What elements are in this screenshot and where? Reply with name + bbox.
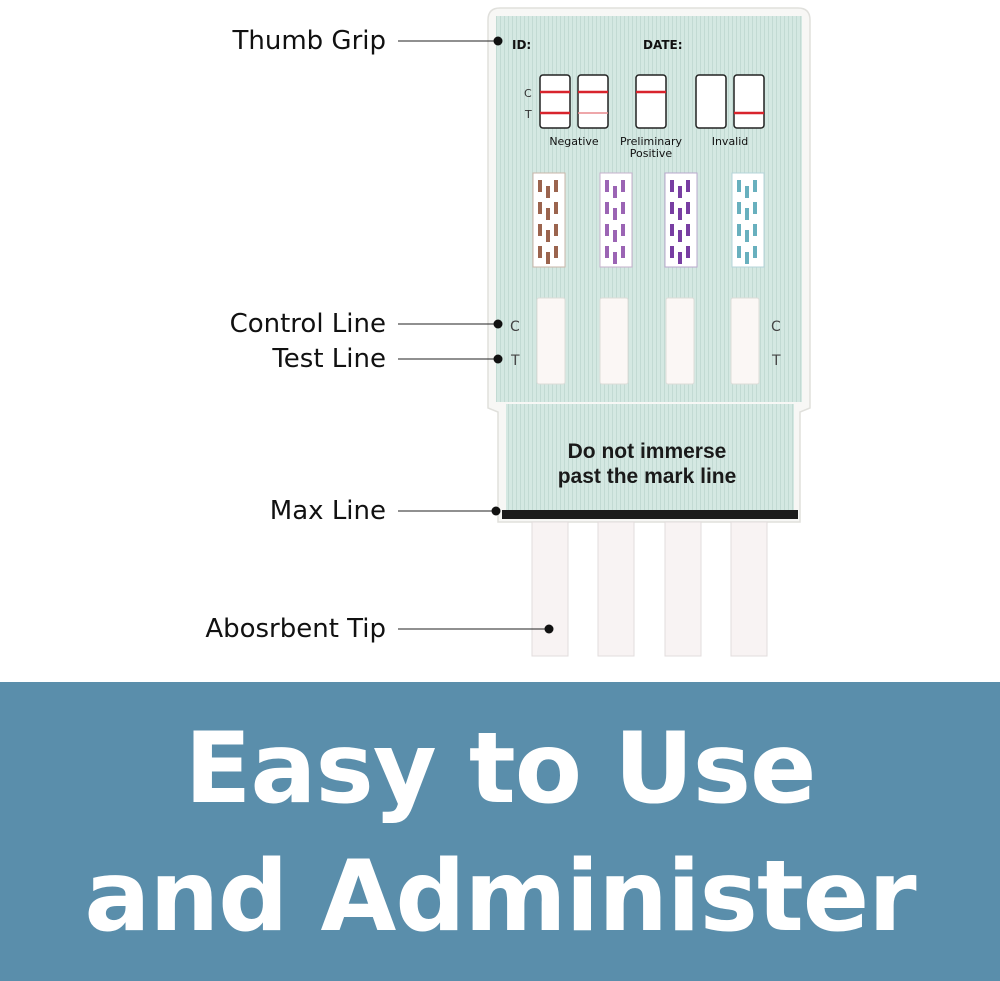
key-positive-window — [635, 74, 667, 129]
drug-label-etg — [599, 172, 633, 268]
key-t-label: T — [524, 108, 532, 121]
callout-test-line: Test Line — [271, 344, 386, 374]
callout-control-line: Control Line — [230, 309, 386, 339]
drug-label-cot — [532, 172, 566, 268]
result-window-3 — [665, 297, 695, 385]
date-label: DATE: — [643, 38, 683, 52]
callout-control-line-leader — [398, 319, 503, 329]
absorbent-tip-3 — [664, 521, 702, 657]
headline-line-1: Easy to Use — [184, 712, 816, 826]
drug-label-thc — [731, 172, 765, 268]
key-invalid-label: Invalid — [712, 135, 749, 148]
id-label: ID: — [512, 38, 531, 52]
key-invalid-window-1 — [695, 74, 727, 129]
absorbent-tip-1 — [531, 521, 569, 657]
drug-label-fty — [664, 172, 698, 268]
callout-thumb-grip: Thumb Grip — [232, 26, 387, 56]
key-c-label: C — [524, 87, 532, 100]
key-positive-label: Positive — [630, 147, 673, 160]
callout-max-line-leader — [398, 506, 501, 516]
key-preliminary-label: Preliminary — [620, 135, 683, 148]
right-t-marker: T — [771, 353, 781, 369]
callout-max-line: Max Line — [270, 496, 386, 526]
callout-thumb-grip-leader — [398, 36, 503, 46]
absorbent-tip-2 — [597, 521, 635, 657]
right-c-marker: C — [771, 319, 781, 335]
left-t-marker: T — [510, 353, 520, 369]
key-negative-window-1 — [539, 74, 571, 129]
warning-line-2: past the mark line — [558, 465, 737, 488]
result-window-4 — [730, 297, 760, 385]
headline-line-2: and Administer — [84, 840, 916, 954]
warning-line-1: Do not immerse — [568, 440, 727, 463]
left-c-marker: C — [510, 319, 520, 335]
callout-absorbent-tip-leader — [398, 624, 554, 634]
result-window-2 — [599, 297, 629, 385]
key-negative-window-2 — [577, 74, 609, 129]
absorbent-tip-4 — [730, 521, 768, 657]
headline-banner: Easy to Use and Administer — [0, 682, 1000, 981]
callout-absorbent-tip: Abosrbent Tip — [205, 614, 386, 644]
key-invalid-window-2 — [733, 74, 765, 129]
callout-test-line-leader — [398, 354, 503, 364]
max-line-mark — [502, 510, 798, 519]
key-negative-label: Negative — [549, 135, 599, 148]
result-window-1 — [536, 297, 566, 385]
card-face-lower — [506, 404, 794, 516]
